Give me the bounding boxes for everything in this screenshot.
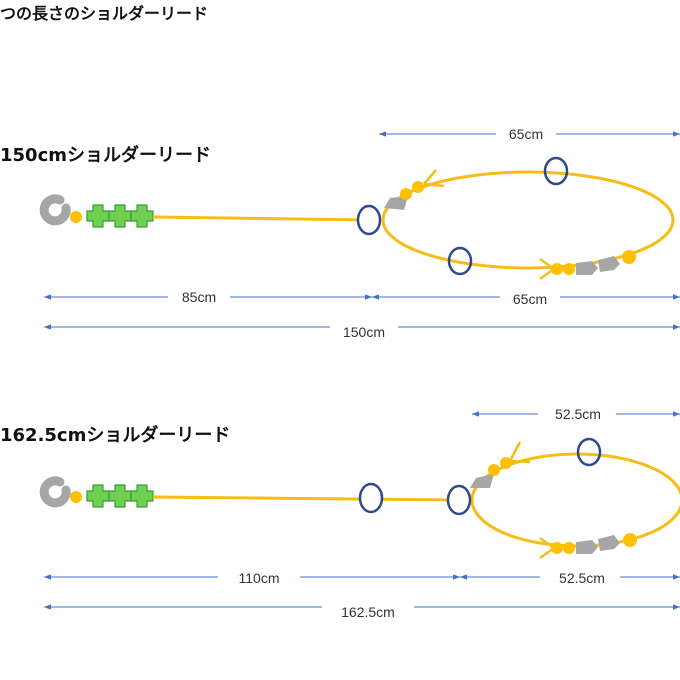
- dim-loop-top-label: 52.5cm: [555, 406, 601, 422]
- loop: [381, 170, 675, 270]
- bead: [623, 533, 637, 547]
- o-ring-top: [543, 156, 569, 186]
- section-1-title: 150cmショルダーリード: [0, 145, 211, 166]
- lead-162-5cm: [39, 437, 680, 560]
- bead: [622, 250, 636, 264]
- clasp-lower: [576, 540, 598, 554]
- clasp-lower: [598, 256, 620, 272]
- handle-grip: [86, 204, 154, 228]
- o-ring-junction: [446, 484, 472, 516]
- snap-hook-icon: [39, 476, 71, 508]
- o-ring-middle: [358, 482, 384, 514]
- handle-grip: [86, 484, 154, 508]
- bead: [412, 181, 424, 193]
- bead: [563, 542, 575, 554]
- strap-line: [152, 215, 369, 222]
- o-ring-bottom: [447, 246, 473, 276]
- tassel: [423, 182, 445, 188]
- dim-strap-label: 85cm: [182, 289, 216, 305]
- clasp-upper: [384, 196, 408, 210]
- dimensions-150cm: [44, 131, 680, 330]
- tassel: [508, 441, 522, 462]
- bead: [488, 464, 500, 476]
- bead: [400, 188, 412, 200]
- clasp-lower: [598, 535, 620, 551]
- dimensions-162-5cm: [44, 411, 680, 610]
- snap-hook-icon: [39, 194, 71, 226]
- main-title: つの長さのショルダーリード: [0, 4, 209, 23]
- strap-line: [152, 495, 459, 502]
- lead-150cm: [39, 156, 675, 281]
- bead: [70, 211, 82, 223]
- section-2-title: 162.5cmショルダーリード: [0, 425, 231, 446]
- o-ring-top: [576, 437, 602, 467]
- dim-loop-bottom-label: 65cm: [513, 291, 547, 307]
- dim-strap-label: 110cm: [239, 570, 280, 586]
- tassel: [509, 459, 531, 464]
- bead: [500, 457, 512, 469]
- clasp-upper: [470, 474, 494, 488]
- dim-total-label: 162.5cm: [341, 604, 395, 620]
- dim-total-label: 150cm: [343, 324, 385, 340]
- tassel: [423, 169, 437, 185]
- bead: [563, 263, 575, 275]
- dim-loop-top-label: 65cm: [509, 126, 543, 142]
- clasp-lower: [576, 261, 598, 275]
- dim-loop-bottom-label: 52.5cm: [559, 570, 605, 586]
- o-ring-junction: [356, 204, 382, 236]
- bead: [551, 263, 563, 275]
- bead: [551, 542, 563, 554]
- bead: [70, 491, 82, 503]
